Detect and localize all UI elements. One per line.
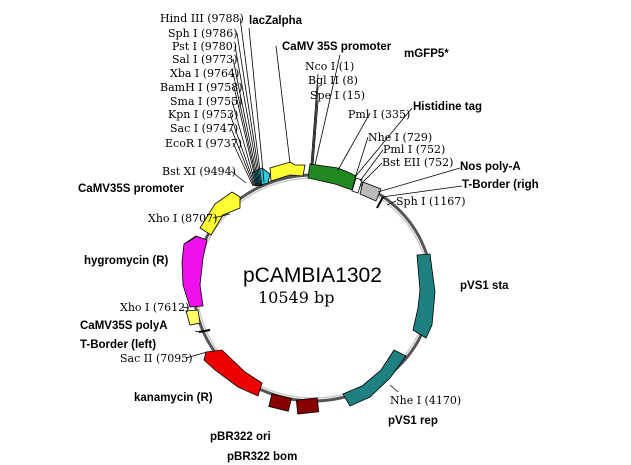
plasmid-name: pCAMBIA1302 [243, 264, 382, 287]
feature-histidine-tag [351, 177, 363, 194]
site-label: Bst EII (752) [382, 156, 453, 169]
site-label: Xba I (9764) [170, 67, 239, 80]
label-camv35s-promoter-left: CaMV35S promoter [78, 183, 185, 195]
feature-pbr322-bom [295, 397, 320, 415]
feature-mgfp5 [307, 163, 357, 191]
label-t-border-left: T-Border (left) [80, 339, 156, 351]
feature-camv35s-polya [185, 309, 201, 326]
site-label: Pml I (752) [383, 143, 445, 156]
label-nos-polya: Nos poly-A [460, 161, 521, 173]
label-t-border-right: T-Border (righ [462, 179, 539, 191]
feature-t-border-right [376, 196, 384, 209]
site-label: Pml I (335) [348, 108, 410, 121]
feature-pbr322-ori [268, 393, 292, 412]
site-label: Sma I (9755) [170, 95, 242, 108]
site-label: Sph I (9786) [168, 27, 238, 40]
site-label: Pst I (9780) [172, 40, 237, 53]
restriction-site-labels: Hind III (9788) Sph I (9786) Pst I (9780… [120, 12, 466, 407]
label-hygromycin: hygromycin (R) [84, 255, 169, 267]
leader-lines [181, 17, 463, 393]
site-label: Hind III (9788) [160, 12, 244, 25]
site-label: Nhe I (729) [368, 131, 432, 144]
site-label: Sph I (1167) [396, 195, 466, 208]
site-label: Nco I (1) [305, 60, 354, 73]
label-pbr322-bom: pBR322 bom [227, 451, 297, 463]
site-label: Sac I (9747) [170, 122, 238, 135]
label-kanamycin: kanamycin (R) [134, 392, 213, 404]
label-histidine-tag: Histidine tag [413, 101, 482, 113]
features [181, 161, 436, 415]
feature-kanamycin [203, 349, 263, 397]
label-mgfp5: mGFP5* [404, 48, 449, 60]
feature-camv35s-promoter-top [269, 161, 306, 182]
feature-hygromycin [181, 235, 208, 308]
site-label: Sal I (9773) [172, 53, 238, 66]
site-label: Bgl II (8) [308, 74, 358, 87]
feature-t-border-left [198, 329, 211, 333]
site-label: EcoR I (9737) [165, 137, 242, 150]
site-label: Bst XI (9494) [162, 165, 236, 178]
site-label: Xho I (8707) [148, 212, 217, 225]
label-camv35s-promoter-top: CaMV 35S promoter [282, 41, 392, 53]
feature-labels: lacZalpha CaMV 35S promoter mGFP5* Histi… [78, 15, 539, 463]
site-label: Spe I (15) [310, 89, 365, 102]
label-camv35s-polya: CaMV35S polyA [80, 320, 168, 332]
site-label: Kpn I (9753) [168, 108, 238, 121]
feature-pvs1-sta [412, 253, 436, 339]
label-pvs1-rep: pVS1 rep [388, 415, 438, 427]
label-pbr322-ori: pBR322 ori [210, 431, 271, 443]
plasmid-size: 10549 bp [258, 288, 334, 307]
feature-pvs1-rep [342, 349, 407, 407]
feature-nos-polya [359, 181, 382, 202]
site-label: BamH I (9758) [160, 81, 243, 94]
site-label: Xho I (7612) [120, 301, 189, 314]
label-lacZalpha: lacZalpha [249, 15, 303, 27]
label-pvs1-sta: pVS1 sta [460, 280, 509, 292]
site-label: Sac II (7095) [120, 352, 193, 365]
site-label: Nhe I (4170) [390, 394, 461, 407]
feature-camv35s-promoter-left [199, 191, 241, 236]
